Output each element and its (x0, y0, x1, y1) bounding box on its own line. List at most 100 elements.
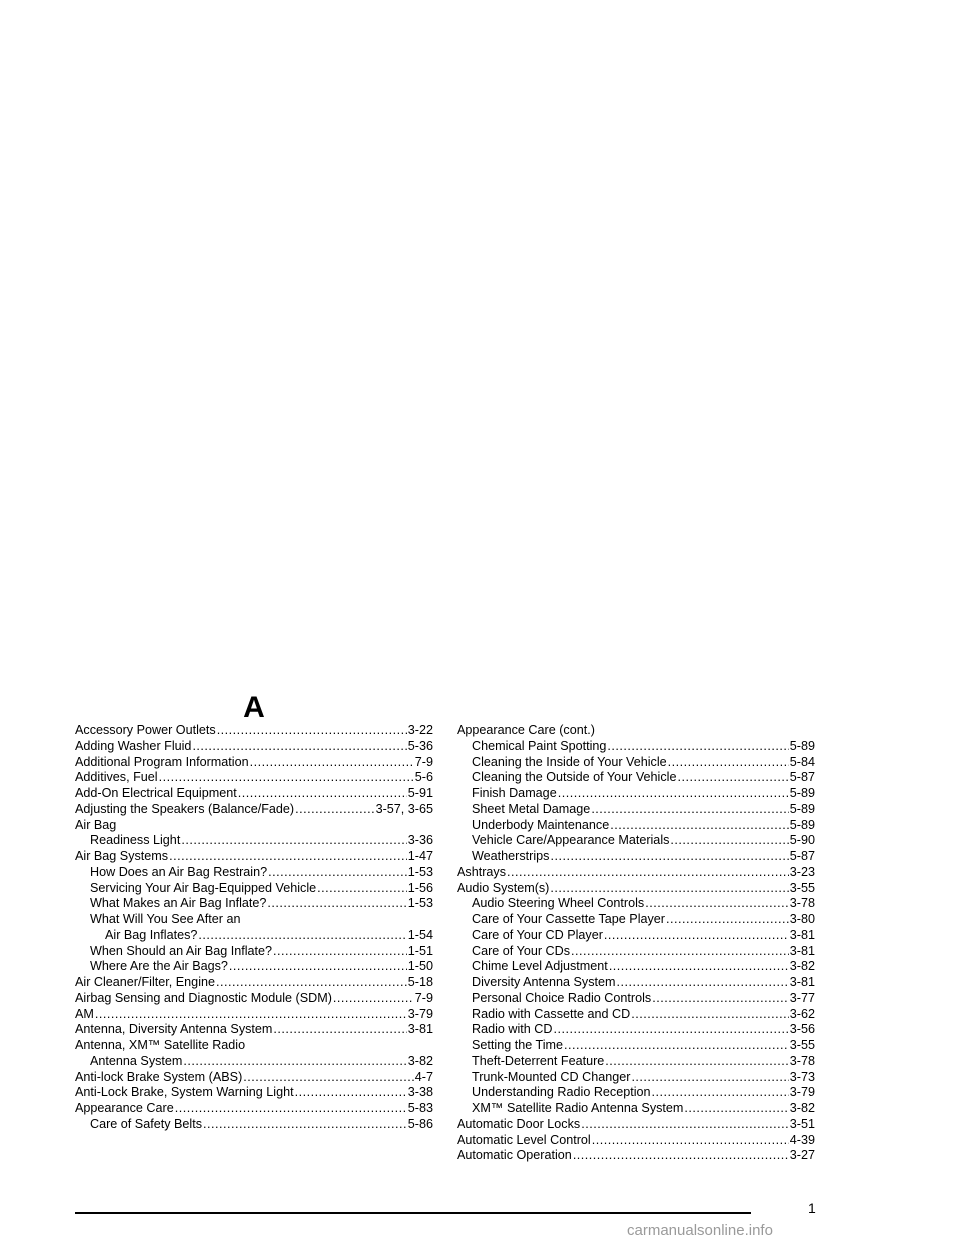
entry-text: Additional Program Information (75, 754, 249, 769)
leader-dots (652, 991, 789, 1007)
leader-dots (631, 1070, 788, 1086)
index-entry: Accessory Power Outlets3-22 (75, 723, 433, 739)
leader-dots (610, 818, 789, 834)
index-entry: XM™ Satellite Radio Antenna System3-82 (457, 1101, 815, 1117)
leader-dots (564, 1038, 789, 1054)
entry-text: Audio Steering Wheel Controls (472, 896, 645, 911)
leader-dots (198, 928, 406, 944)
entry-text: Radio with CD (472, 1022, 553, 1037)
index-entry: How Does an Air Bag Restrain?1-53 (75, 865, 433, 881)
entry-page: 1-53 (407, 896, 433, 911)
leader-dots (571, 944, 789, 960)
leader-dots (175, 1101, 407, 1117)
leader-dots (181, 833, 406, 849)
index-entry: Additional Program Information7-9 (75, 755, 433, 771)
entry-text: Audio System(s) (457, 880, 550, 895)
index-entry: What Makes an Air Bag Inflate?1-53 (75, 896, 433, 912)
page-number: 1 (808, 1200, 816, 1216)
leader-dots (295, 1085, 407, 1101)
index-entry: Audio System(s) 3-55 (457, 881, 815, 897)
entry-page: 5-6 (414, 770, 433, 785)
leader-dots (609, 959, 789, 975)
entry-text: Appearance Care (75, 1101, 174, 1115)
entry-text: Where Are the Air Bags? (90, 959, 228, 974)
index-entry: Adding Washer Fluid 5-36 (75, 739, 433, 755)
entry-text: Servicing Your Air Bag-Equipped Vehicle (90, 880, 317, 895)
entry-text: Air Bag Systems (75, 849, 169, 863)
entry-page: 1-54 (407, 927, 433, 942)
entry-text: Ashtrays (457, 864, 506, 879)
index-entry: Vehicle Care/Appearance Materials5-90 (457, 833, 815, 849)
entry-text: Care of Your CDs (472, 943, 571, 958)
leader-dots (273, 944, 407, 960)
entry-text: Air Bag Inflates? (105, 927, 198, 942)
entry-text: Air Bag (75, 817, 117, 832)
entry-page: 5-87 (789, 849, 815, 863)
entry-page: 5-89 (789, 801, 815, 816)
entry-text: Automatic Door Locks (457, 1116, 581, 1131)
entry-page: 3-81 (789, 927, 815, 942)
leader-dots (183, 1054, 406, 1070)
index-entry: Chemical Paint Spotting5-89 (457, 739, 815, 755)
index-entry: Appearance Care5-83 (75, 1101, 433, 1117)
index-entry: Adjusting the Speakers (Balance/Fade)3-5… (75, 802, 433, 818)
leader-dots (670, 833, 788, 849)
entry-page: 5-86 (407, 1116, 433, 1131)
entry-text: Additives, Fuel (75, 770, 158, 785)
leader-dots (592, 1133, 789, 1149)
entry-text: Finish Damage (472, 786, 557, 800)
index-entry: When Should an Air Bag Inflate?1-51 (75, 944, 433, 960)
index-entry: Sheet Metal Damage 5-89 (457, 802, 815, 818)
entry-page: 5-89 (789, 738, 815, 753)
leader-dots (652, 1085, 789, 1101)
entry-page: 7-9 (414, 990, 433, 1005)
entry-page: 5-87 (789, 770, 815, 785)
entry-text: Diversity Antenna System (472, 975, 616, 989)
entry-page: 3-62 (789, 1006, 815, 1021)
index-entry: Weatherstrips5-87 (457, 849, 815, 865)
entry-page: 3-27 (789, 1148, 815, 1163)
index-entry: Antenna, Diversity Antenna System3-81 (75, 1022, 433, 1038)
entry-page: 3-81 (407, 1022, 433, 1037)
entry-text: Sheet Metal Damage (472, 801, 591, 816)
index-entry: Radio with CD3-56 (457, 1022, 815, 1038)
entry-text: Antenna, XM™ Satellite Radio (75, 1038, 246, 1052)
entry-text: Adding Washer Fluid (75, 738, 192, 753)
entry-page: 3-73 (789, 1069, 815, 1084)
entry-text: Chime Level Adjustment (472, 959, 608, 974)
entry-text: Antenna System (90, 1053, 183, 1068)
entry-text: Vehicle Care/Appearance Materials (472, 833, 670, 848)
index-entry: Airbag Sensing and Diagnostic Module (SD… (75, 991, 433, 1007)
entry-page: 3-82 (407, 1053, 433, 1068)
entry-text: Anti-lock Brake System (ABS) (75, 1069, 243, 1084)
entry-text: Air Cleaner/Filter, Engine (75, 975, 215, 989)
entry-text: Theft-Deterrent Feature (472, 1053, 605, 1068)
leader-dots (668, 755, 789, 771)
entry-text: Automatic Level Control (457, 1132, 591, 1147)
index-entry: AM3-79 (75, 1007, 433, 1023)
index-entry: Care of Your CD Player3-81 (457, 928, 815, 944)
leader-dots (273, 1022, 406, 1038)
index-entry: Antenna System 3-82 (75, 1054, 433, 1070)
leader-dots (607, 739, 788, 755)
entry-page: 3-55 (789, 1038, 815, 1052)
index-entry: Cleaning the Inside of Your Vehicle5-84 (457, 755, 815, 771)
index-entry: Setting the Time3-55 (457, 1038, 815, 1054)
entry-page: 3-36 (407, 833, 433, 848)
leader-dots (677, 770, 788, 786)
leader-dots (604, 928, 789, 944)
entry-text: Airbag Sensing and Diagnostic Module (SD… (75, 990, 332, 1005)
entry-page: 3-79 (407, 1006, 433, 1021)
index-entry: Antenna, XM™ Satellite Radio (75, 1038, 433, 1054)
entry-page: 4-39 (789, 1132, 815, 1147)
entry-page: 5-36 (407, 738, 433, 753)
index-entry: Theft-Deterrent Feature3-78 (457, 1054, 815, 1070)
leader-dots (631, 1007, 789, 1023)
index-entry: What Will You See After an (75, 912, 433, 928)
index-entry: Chime Level Adjustment3-82 (457, 959, 815, 975)
leader-dots (216, 975, 407, 991)
entry-page: 3-55 (789, 880, 815, 895)
section-letter: A (243, 691, 265, 724)
index-entry: Care of Safety Belts5-86 (75, 1117, 433, 1133)
entry-page: 3-79 (789, 1085, 815, 1100)
